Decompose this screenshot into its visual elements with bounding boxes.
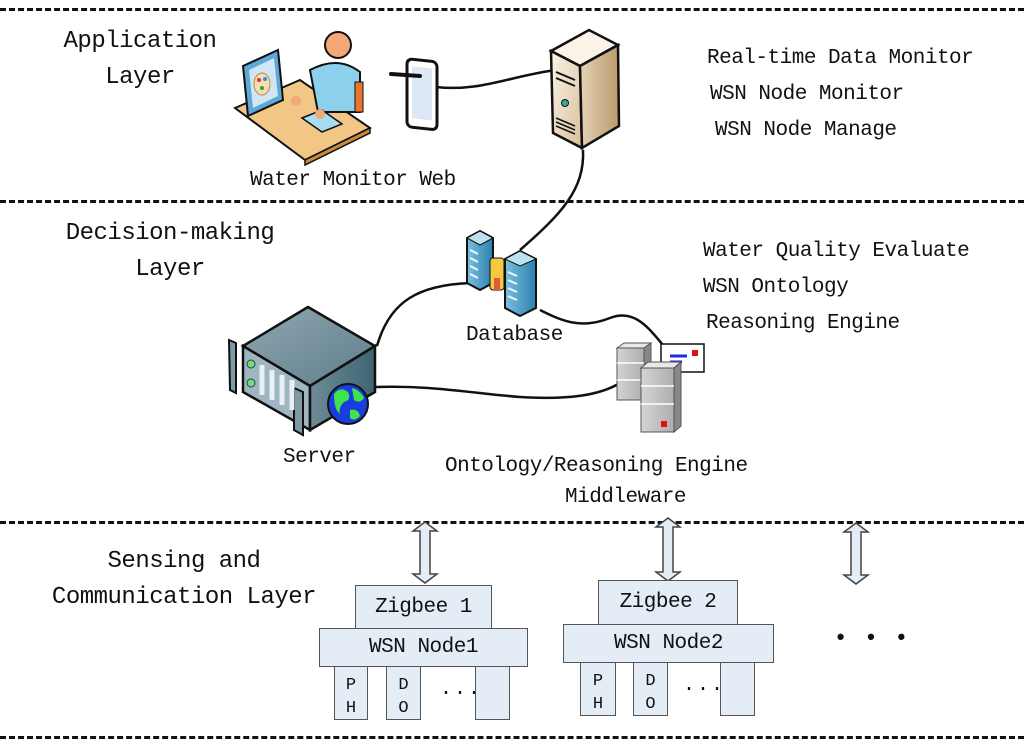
web-server-globe-icon [227, 305, 378, 437]
wsn-node-2-box: WSN Node2 [563, 624, 774, 663]
double-arrow-node1 [410, 521, 440, 584]
app-function-1: Real-time Data Monitor [707, 47, 974, 70]
title-line: Application [63, 28, 217, 55]
tablet-icon [389, 57, 439, 131]
bidirectional-arrows [410, 517, 871, 585]
network-cables [375, 68, 664, 400]
water-monitor-web-label: Water Monitor Web [250, 169, 456, 192]
application-layer-title: Application Layer [40, 24, 240, 96]
cable-tower-to-database [519, 149, 585, 251]
wsn-node-1-label: WSN Node1 [369, 636, 478, 659]
middleware-servers-icon [615, 342, 705, 434]
title-line: Decision-making [65, 220, 275, 247]
sensor-char: O [398, 698, 409, 718]
sensor-empty-node2 [720, 662, 755, 716]
decision-function-3: Reasoning Engine [706, 312, 900, 335]
decision-function-2: WSN Ontology [703, 276, 849, 299]
layer-divider-app-decision [0, 200, 1024, 203]
cable-server-to-middleware [375, 381, 621, 400]
sensor-char: P [592, 672, 604, 691]
user-at-computer-icon [233, 31, 372, 167]
sensor-do-node2: D O [633, 662, 668, 716]
title-line: Layer [105, 64, 175, 91]
zigbee-1-label: Zigbee 1 [375, 595, 472, 619]
wsn-node-2-label: WSN Node2 [614, 632, 723, 655]
zigbee-2-box: Zigbee 2 [598, 580, 738, 625]
title-line: Layer [135, 256, 205, 283]
zigbee-1-box: Zigbee 1 [355, 585, 492, 629]
decision-layer-title: Decision-making Layer [50, 216, 290, 288]
layer-divider-bottom [0, 736, 1024, 739]
sensor-ph-node1: P H [334, 666, 368, 720]
double-arrow-node2 [653, 517, 683, 582]
database-label: Database [466, 324, 563, 347]
more-sensors-ellipsis-node2: ... [683, 674, 726, 697]
more-nodes-ellipsis: • • • [834, 626, 911, 651]
tower-server-icon [548, 28, 621, 151]
zigbee-2-label: Zigbee 2 [619, 591, 717, 614]
middleware-label-line2: Middleware [565, 486, 687, 509]
sensor-char: P [345, 676, 357, 695]
layer-divider-decision-sensing [0, 521, 1024, 524]
sensor-do-node1: D O [386, 666, 421, 720]
title-line: Communication Layer [51, 584, 317, 611]
middleware-label-line1: Ontology/Reasoning Engine [445, 455, 748, 478]
double-arrow-more [841, 522, 871, 585]
cable-database-to-middleware [539, 308, 664, 346]
layer-divider-top [0, 8, 1024, 11]
cable-server-to-database [375, 281, 471, 347]
sensing-layer-title: Sensing and Communication Layer [36, 544, 332, 616]
app-function-2: WSN Node Monitor [710, 83, 904, 106]
app-function-3: WSN Node Manage [715, 119, 897, 142]
decision-function-1: Water Quality Evaluate [703, 240, 970, 263]
sensor-ph-node2: P H [580, 662, 616, 716]
sensor-char: O [645, 694, 656, 714]
title-line: Sensing and [107, 548, 261, 575]
sensor-char: D [645, 672, 656, 691]
sensor-empty-node1 [475, 666, 510, 720]
sensor-char: H [592, 694, 604, 714]
wsn-node-1-box: WSN Node1 [319, 628, 528, 667]
database-buildings-icon [465, 229, 538, 318]
more-sensors-ellipsis-node1: ... [440, 678, 483, 701]
cable-tablet-to-tower [435, 68, 557, 90]
server-label: Server [283, 446, 356, 469]
sensor-char: H [345, 698, 357, 718]
sensor-char: D [398, 676, 409, 695]
